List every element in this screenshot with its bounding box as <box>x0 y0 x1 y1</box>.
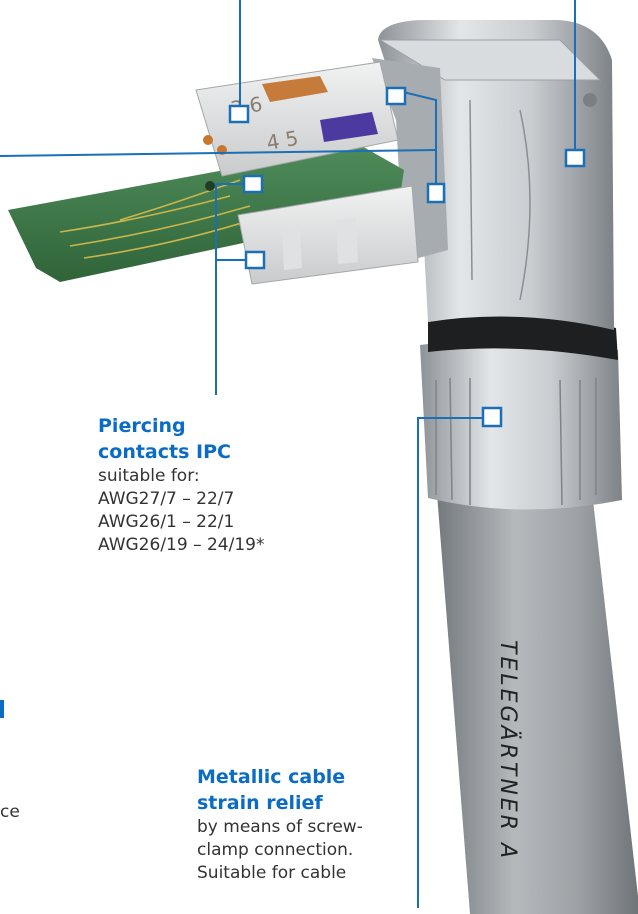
leader-lines <box>0 0 576 908</box>
left-text-fragment: ce <box>0 802 20 822</box>
callout-strain-line-1: by means of screw- <box>197 817 363 837</box>
idc-block-top <box>195 61 399 177</box>
callout-piercing-line-2: AWG27/7 – 22/7 <box>98 489 235 509</box>
sealing-ring <box>428 315 618 360</box>
screw-hole <box>583 93 597 107</box>
cable-print-text: TELEGÄRTNER A <box>495 640 520 862</box>
callout-piercing-contacts: Piercing contacts IPC suitable for: AWG2… <box>98 413 264 557</box>
svg-text:4 5: 4 5 <box>265 126 300 155</box>
callout-markers <box>228 86 586 428</box>
callout-strain-line-3: Suitable for cable <box>197 863 347 883</box>
cable <box>432 430 638 914</box>
inner-frame <box>372 58 448 262</box>
callout-piercing-title-2: contacts IPC <box>98 441 231 463</box>
callout-strain-line-2: clamp connection. <box>197 840 354 860</box>
callout-piercing-title-1: Piercing <box>98 415 186 437</box>
pcb-board <box>8 145 404 282</box>
callout-piercing-line-4: AWG26/19 – 24/19* <box>98 535 265 555</box>
left-blue-fragment <box>0 700 4 718</box>
callout-strain-relief: Metallic cable strain relief by means of… <box>197 764 363 885</box>
callout-piercing-line-3: AWG26/1 – 22/1 <box>98 512 235 532</box>
callout-strain-title-2: strain relief <box>197 792 323 814</box>
callout-piercing-line-1: suitable for: <box>98 466 200 486</box>
callout-strain-title-1: Metallic cable <box>197 766 346 788</box>
